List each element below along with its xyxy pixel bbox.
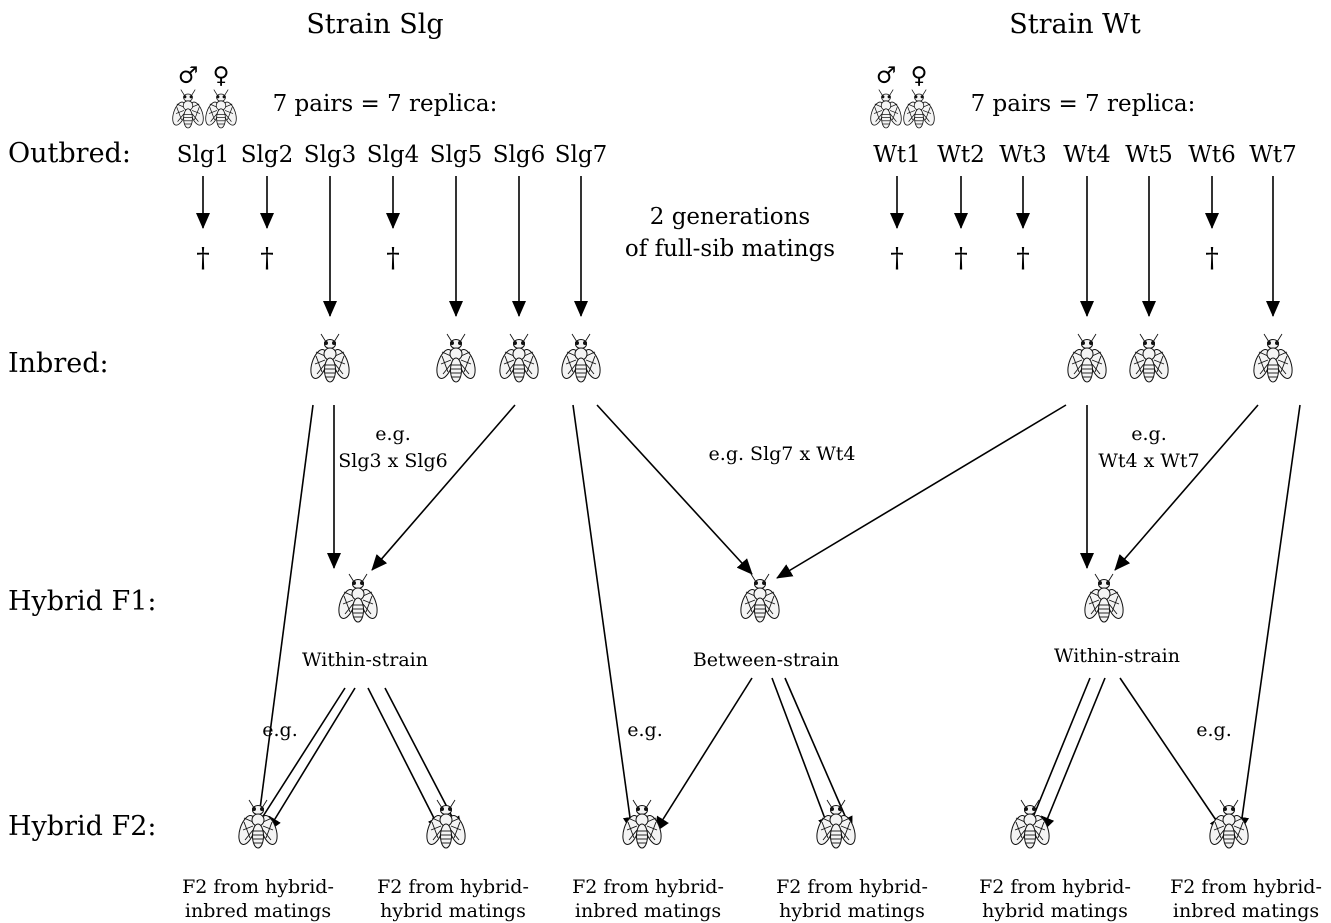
arrow-slg7-to-between-f1 — [596, 404, 753, 575]
arrow-slg6-to-f1 — [371, 404, 516, 571]
dagger-wt2: † — [954, 243, 968, 274]
dagger-wt3: † — [1016, 243, 1030, 274]
f2-label-2-line1: F2 from hybrid- — [377, 876, 529, 898]
line-label-wt1: Wt1 — [873, 142, 921, 168]
f2-label-1-line1: F2 from hybrid- — [182, 876, 334, 898]
f2-fly-3-icon — [619, 799, 665, 849]
male-symbol: ♂ — [178, 63, 199, 89]
f2-label-3-line2: inbred matings — [575, 900, 721, 922]
arrow-f1-between-to-f2-inbred — [654, 677, 753, 833]
pairs-label-wt: 7 pairs = 7 replica: — [971, 91, 1196, 117]
f2-fly-5-icon — [1007, 799, 1053, 849]
f2-fly-1-icon — [235, 799, 281, 849]
inbred-fly-slg3-icon — [307, 333, 353, 383]
dagger-slg1: † — [196, 243, 210, 274]
f2-label-2-line2: hybrid matings — [380, 900, 526, 922]
line-label-slg3: Slg3 — [304, 142, 356, 168]
arrow-f1-wt-to-f2-inbred — [1119, 677, 1225, 833]
inbred-fly-slg5-icon — [433, 333, 479, 383]
example-between-cross: e.g. Slg7 x Wt4 — [709, 443, 856, 465]
male-symbol: ♂ — [876, 63, 897, 89]
eg-label-f2-a: e.g. — [262, 719, 298, 741]
f1-fly-within-wt-icon — [1081, 573, 1127, 623]
line-label-wt6: Wt6 — [1188, 142, 1236, 168]
f2-label-6-line2: inbred matings — [1173, 900, 1319, 922]
line-label-slg1: Slg1 — [177, 142, 229, 168]
f2-label-4-line2: hybrid matings — [779, 900, 925, 922]
f1-fly-within-slg-icon — [335, 573, 381, 623]
arrow-slg3-to-f2 — [252, 404, 314, 833]
dagger-slg4: † — [386, 243, 400, 274]
f2-fly-2-icon — [423, 799, 469, 849]
arrow-f1-wt-to-f2-hybrid-b — [1041, 677, 1106, 833]
f1-label-between: Between-strain — [693, 649, 839, 671]
line-label-wt3: Wt3 — [999, 142, 1047, 168]
f2-label-5-line2: hybrid matings — [982, 900, 1128, 922]
line-label-wt7: Wt7 — [1249, 142, 1297, 168]
example-slg-cross: Slg3 x Slg6 — [338, 450, 447, 472]
strain-slg-title: Strain Slg — [306, 9, 443, 40]
line-label-wt2: Wt2 — [937, 142, 985, 168]
generations-label-line2: of full-sib matings — [625, 236, 835, 262]
f1-fly-between-icon — [737, 573, 783, 623]
parent-male-fly-icon — [169, 89, 207, 129]
arrow-f1-slg-to-f2-hybrid-a — [367, 687, 442, 833]
arrow-wt7-to-f1 — [1114, 404, 1259, 571]
arrow-wt7-to-f2 — [1235, 404, 1301, 833]
f1-label-within-left: Within-strain — [302, 649, 428, 671]
strain-wt-title: Strain Wt — [1009, 9, 1141, 40]
f1-label-within-right: Within-strain — [1054, 645, 1180, 667]
inbred-fly-slg7-icon — [558, 333, 604, 383]
row-label-outbred: Outbred: — [8, 138, 131, 169]
example-wt-eg: e.g. — [1131, 423, 1167, 445]
inbred-fly-wt7-icon — [1250, 333, 1296, 383]
female-symbol: ♀ — [213, 63, 230, 89]
generations-label-line1: 2 generations — [650, 204, 810, 230]
f2-label-3-line1: F2 from hybrid- — [572, 876, 724, 898]
arrow-f1-wt-to-f2-hybrid-a — [1026, 677, 1091, 833]
example-wt-cross: Wt4 x Wt7 — [1098, 450, 1199, 472]
parent-female-fly-icon — [900, 89, 938, 129]
female-symbol: ♀ — [911, 63, 928, 89]
line-label-wt4: Wt4 — [1063, 142, 1111, 168]
arrow-f1-slg-to-f2-inbred-b — [252, 687, 346, 833]
parent-female-fly-icon — [202, 89, 240, 129]
parent-male-fly-icon — [867, 89, 905, 129]
inbred-fly-slg6-icon — [496, 333, 542, 383]
arrow-f1-slg-to-f2-inbred — [266, 687, 356, 833]
arrow-f1-between-to-f2-hybrid-a — [771, 677, 832, 833]
f2-label-5-line1: F2 from hybrid- — [979, 876, 1131, 898]
eg-label-f2-b: e.g. — [627, 719, 663, 741]
line-label-slg5: Slg5 — [430, 142, 482, 168]
f2-label-1-line2: inbred matings — [185, 900, 331, 922]
arrow-wt4-to-between-f1 — [776, 404, 1067, 579]
f2-label-6-line1: F2 from hybrid- — [1170, 876, 1322, 898]
eg-label-f2-c: e.g. — [1196, 719, 1232, 741]
inbred-fly-wt4-icon — [1064, 333, 1110, 383]
f2-label-4-line1: F2 from hybrid- — [776, 876, 928, 898]
inbred-fly-wt5-icon — [1126, 333, 1172, 383]
line-label-slg6: Slg6 — [493, 142, 545, 168]
pairs-label-slg: 7 pairs = 7 replica: — [273, 91, 498, 117]
row-label-hybrid-f2: Hybrid F2: — [8, 811, 157, 842]
dagger-wt1: † — [890, 243, 904, 274]
row-label-hybrid-f1: Hybrid F1: — [8, 586, 157, 617]
line-label-wt5: Wt5 — [1125, 142, 1173, 168]
dagger-slg2: † — [260, 243, 274, 274]
arrow-slg7-to-f2 — [572, 404, 637, 833]
example-slg-eg: e.g. — [375, 423, 411, 445]
line-label-slg7: Slg7 — [555, 142, 607, 168]
row-label-inbred: Inbred: — [8, 348, 109, 379]
f2-fly-6-icon — [1206, 799, 1252, 849]
line-label-slg2: Slg2 — [241, 142, 293, 168]
line-label-slg4: Slg4 — [367, 142, 419, 168]
dagger-wt6: † — [1205, 243, 1219, 274]
